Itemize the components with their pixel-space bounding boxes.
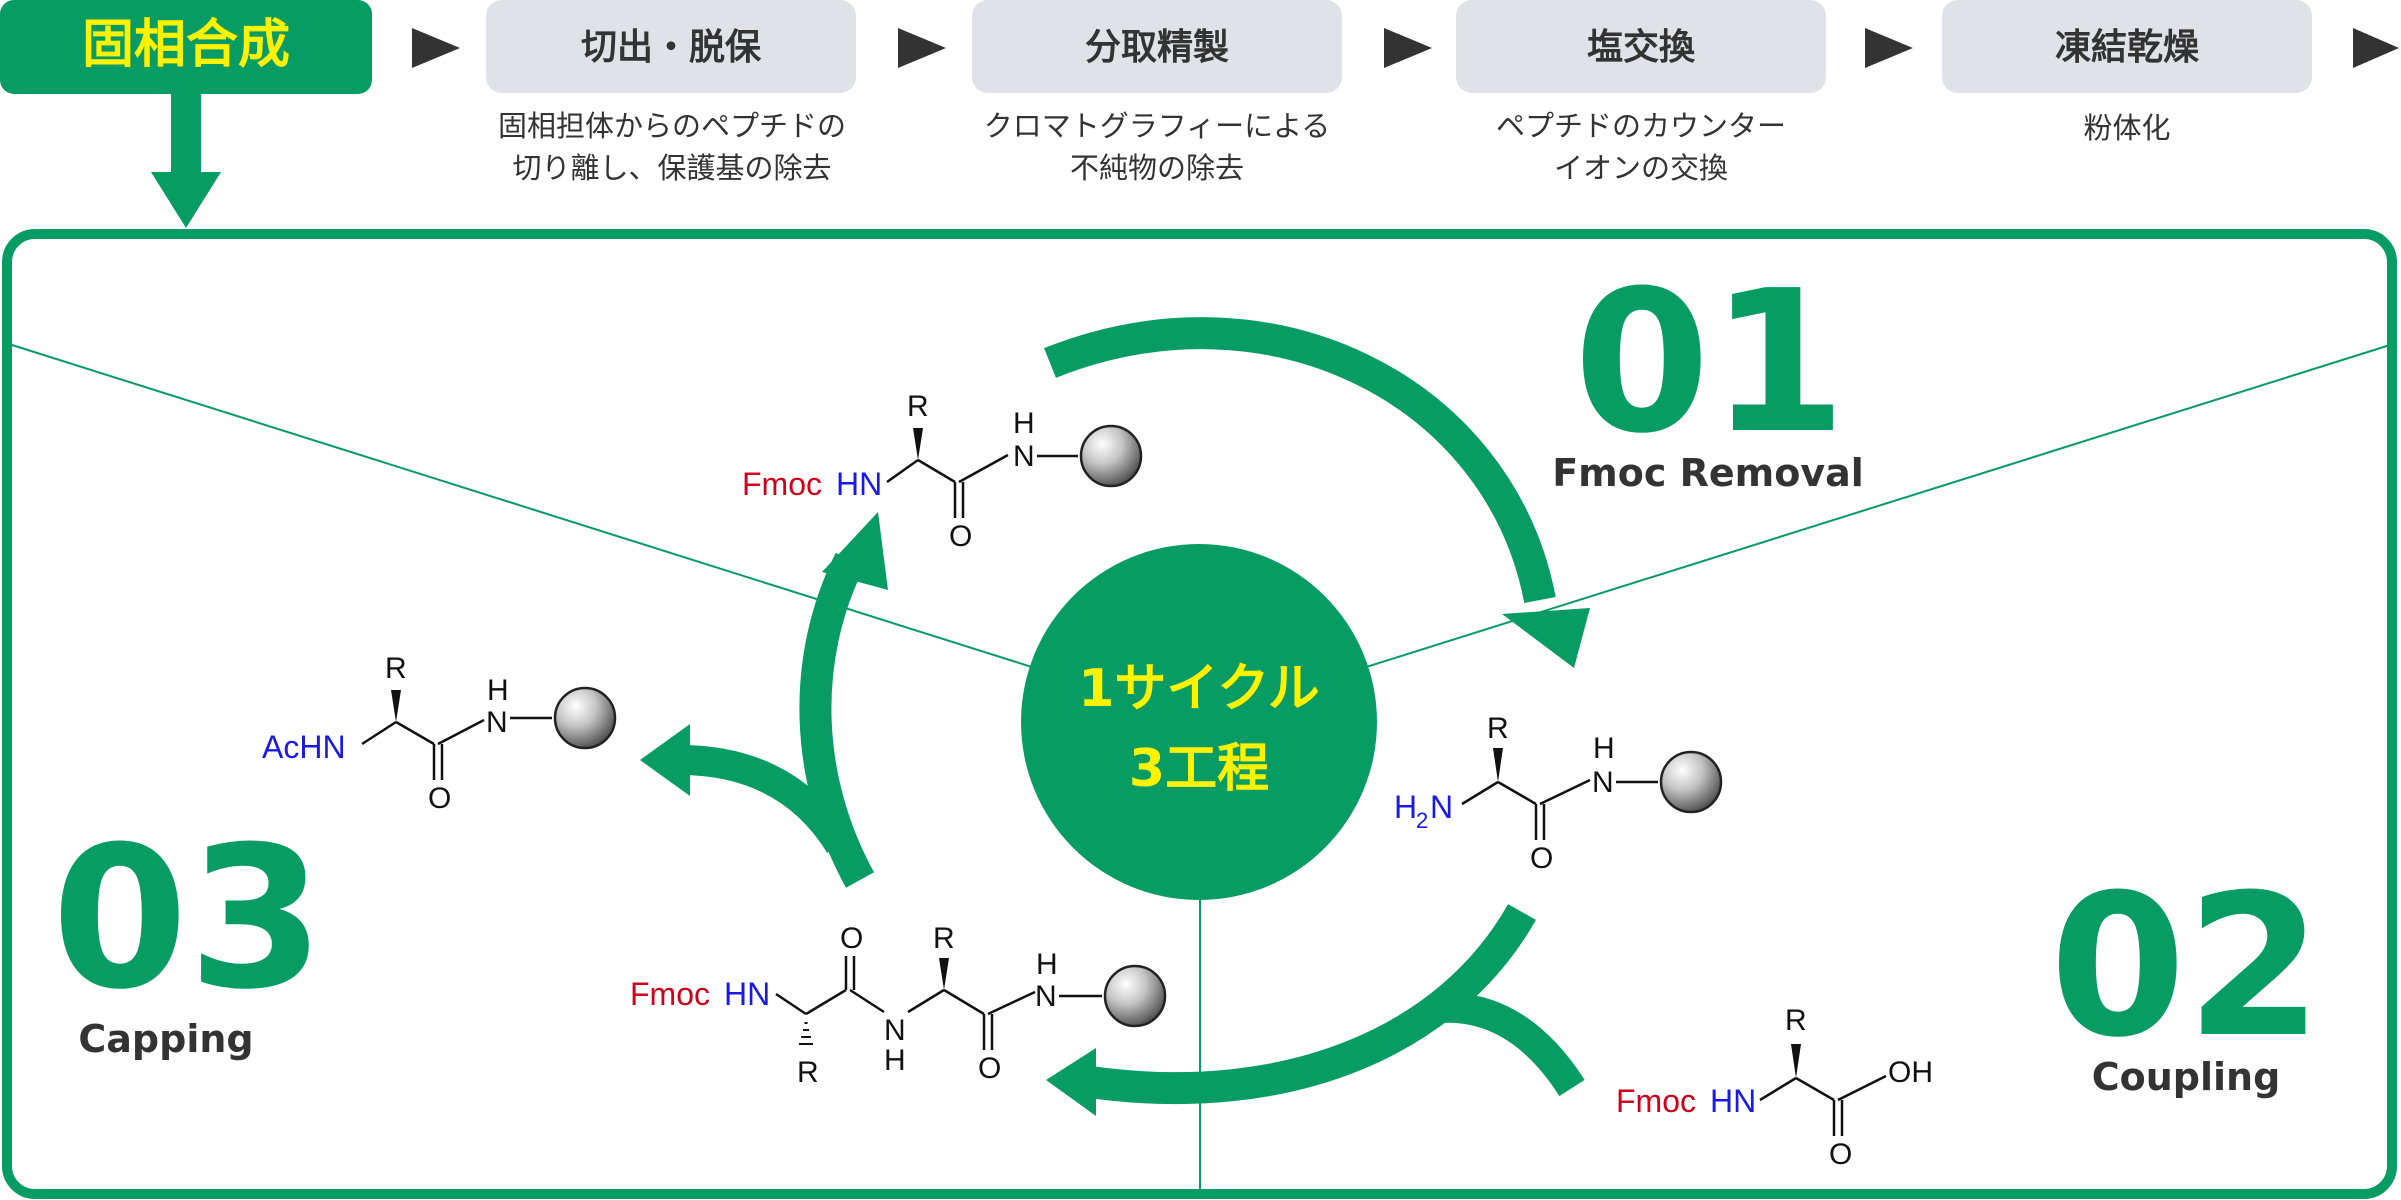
n-label: N <box>1035 980 1057 1013</box>
n-label: N <box>884 1014 906 1047</box>
h-label: H <box>1593 732 1615 765</box>
h-label: H <box>1013 407 1035 440</box>
cycle-arrow-02 <box>1087 904 1536 1105</box>
cycle-center-line1: 1サイクル <box>1078 659 1320 719</box>
cycle-center-line2: 3工程 <box>1129 739 1269 799</box>
h2n-sub: 2 <box>1416 808 1428 833</box>
hydroxyl-label: OH <box>1888 1056 1933 1089</box>
start-box-label: 固相合成 <box>82 15 290 75</box>
flow-step-box <box>1456 0 1826 93</box>
start-box <box>0 0 372 94</box>
r-group-label: R <box>1785 1004 1807 1037</box>
amine-label: HN <box>1710 1083 1756 1119</box>
oxygen-label: O <box>840 922 863 955</box>
wedge-bond <box>913 428 923 460</box>
resin-bead-icon <box>553 686 617 750</box>
flow-step-desc: 切り離し、保護基の除去 <box>512 151 831 185</box>
step-label-03: Capping <box>78 1017 253 1061</box>
flow-step-desc: イオンの交換 <box>1554 151 1728 185</box>
oxygen-label: O <box>428 782 451 815</box>
flow-arrow-icon <box>1384 28 1432 68</box>
n-label: N <box>486 706 508 739</box>
molecule-fmoc-dipeptide-resin: Fmoc HN R O N H R O H N <box>630 922 1167 1089</box>
fmoc-label: Fmoc <box>742 466 822 502</box>
cycle-panel: 1サイクル 3工程 01 Fmoc Removal 02 Coupling 03… <box>2 229 2397 1199</box>
separator-line <box>11 344 1036 669</box>
capping-arrow-head <box>640 724 690 796</box>
r-group-label: R <box>1487 712 1509 745</box>
h-label: H <box>487 674 509 707</box>
start-down-arrow-shaft <box>171 92 201 174</box>
h-label: H <box>1036 948 1058 981</box>
process-flow: 固相合成 切出・脱保 固相担体からのペプチドの 切り離し、保護基の除去 分取精製… <box>0 0 2399 228</box>
cycle-arrow-02-head <box>1046 1048 1096 1116</box>
cycle-arrow-01 <box>1044 317 1556 604</box>
acetyl-amine-label: AcHN <box>262 729 346 765</box>
cycle-center-circle <box>1021 544 1377 900</box>
step-label-02: Coupling <box>2092 1055 2281 1099</box>
start-down-arrow-head <box>151 172 221 228</box>
flow-arrow-icon <box>412 28 460 68</box>
flow-step-box <box>486 0 856 93</box>
amine-label: HN <box>724 976 770 1012</box>
flow-step-desc: 粉体化 <box>2083 111 2170 145</box>
fmoc-label: Fmoc <box>1616 1083 1696 1119</box>
coupling-reagent-arrow <box>1439 992 1585 1097</box>
flow-arrow-icon <box>898 28 946 68</box>
oxygen-label: O <box>978 1052 1001 1085</box>
resin-bead-icon <box>1103 964 1167 1028</box>
wedge-bond <box>391 690 401 722</box>
flow-step-desc: ペプチドのカウンター <box>1496 109 1786 143</box>
oxygen-label: O <box>1829 1138 1852 1171</box>
flow-arrow-icon <box>2353 28 2399 68</box>
flow-step-title: 凍結乾燥 <box>2055 27 2200 68</box>
flow-step-desc: 不純物の除去 <box>1070 151 1244 185</box>
h2n-h: H <box>1394 789 1417 825</box>
flow-step-title: 分取精製 <box>1085 27 1229 68</box>
r-group-label: R <box>933 922 955 955</box>
molecule-capped-resin: AcHN R O H N <box>262 652 617 815</box>
flow-step-box <box>1942 0 2312 93</box>
step-number-03: 03 <box>52 805 325 1033</box>
molecule-fmoc-amino-acid: Fmoc HN R O OH <box>1616 1004 1933 1171</box>
molecule-fmoc-peptide-resin: Fmoc HN R O H N <box>742 390 1143 553</box>
flow-step-title: 切出・脱保 <box>581 27 762 68</box>
capping-arrow <box>679 745 853 854</box>
step-number-01: 01 <box>1574 249 1847 477</box>
n-label: N <box>1592 766 1614 799</box>
r-group-label: R <box>907 390 929 423</box>
resin-bead-icon <box>1659 750 1723 814</box>
fmoc-label: Fmoc <box>630 976 710 1012</box>
amine-label: HN <box>836 466 882 502</box>
wedge-bond <box>939 958 949 990</box>
flow-step-title: 塩交換 <box>1587 26 1696 68</box>
flow-step-desc: クロマトグラフィーによる <box>984 109 1331 143</box>
oxygen-label: O <box>1530 842 1553 875</box>
resin-bead-icon <box>1079 424 1143 488</box>
r-group-label: R <box>385 652 407 685</box>
wedge-bond <box>1493 748 1503 782</box>
h-label: H <box>884 1044 906 1077</box>
flow-step-box <box>972 0 1342 93</box>
h2n-n: N <box>1430 789 1453 825</box>
step-label-01: Fmoc Removal <box>1552 451 1864 495</box>
oxygen-label: O <box>949 520 972 553</box>
step-number-02: 02 <box>2050 853 2323 1081</box>
cycle-arrow-01-head <box>1502 608 1590 668</box>
r-group-label: R <box>797 1056 819 1089</box>
n-label: N <box>1013 440 1035 473</box>
wedge-bond <box>1791 1044 1801 1078</box>
molecule-free-amine-resin: H 2 N R O H N <box>1394 712 1723 875</box>
cycle-arrow-03-head <box>822 512 888 590</box>
flow-step-desc: 固相担体からのペプチドの <box>498 109 846 143</box>
flow-arrow-icon <box>1865 28 1913 68</box>
